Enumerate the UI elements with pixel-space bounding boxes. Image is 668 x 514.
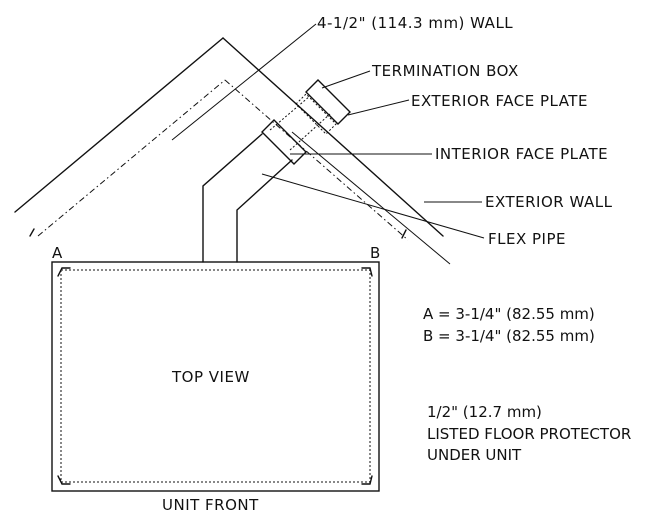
unit-body — [51, 261, 380, 492]
point-a-label: A — [52, 244, 63, 262]
wall-thickness-label: 4-1/2" (114.3 mm) WALL — [317, 14, 513, 32]
termination-box — [295, 79, 351, 135]
exterior-face-plate-leader — [347, 99, 410, 116]
floor-protector-thickness: 1/2" (12.7 mm) — [427, 403, 542, 421]
exterior-face-plate-label: EXTERIOR FACE PLATE — [411, 92, 588, 110]
floor-protector-location: UNDER UNIT — [427, 446, 522, 464]
dimension-b-label: B = 3-1/4" (82.55 mm) — [423, 327, 595, 345]
wall-outline — [14, 37, 444, 241]
wall-leader-line — [171, 23, 317, 141]
top-view-label: TOP VIEW — [171, 368, 250, 386]
interior-face-plate — [261, 119, 307, 165]
flex-pipe-label: FLEX PIPE — [488, 230, 566, 248]
dimension-a-label: A = 3-1/4" (82.55 mm) — [423, 305, 595, 323]
point-b-label: B — [370, 244, 381, 262]
flex-pipe — [202, 95, 331, 263]
exterior-wall-label: EXTERIOR WALL — [485, 193, 613, 211]
unit-front-label: UNIT FRONT — [162, 496, 259, 514]
flex-pipe-leader — [261, 173, 485, 239]
termination-box-leader — [321, 70, 371, 89]
termination-box-label: TERMINATION BOX — [371, 62, 519, 80]
interior-face-plate-label: INTERIOR FACE PLATE — [435, 145, 608, 163]
floor-protector-type: LISTED FLOOR PROTECTOR — [427, 425, 631, 443]
